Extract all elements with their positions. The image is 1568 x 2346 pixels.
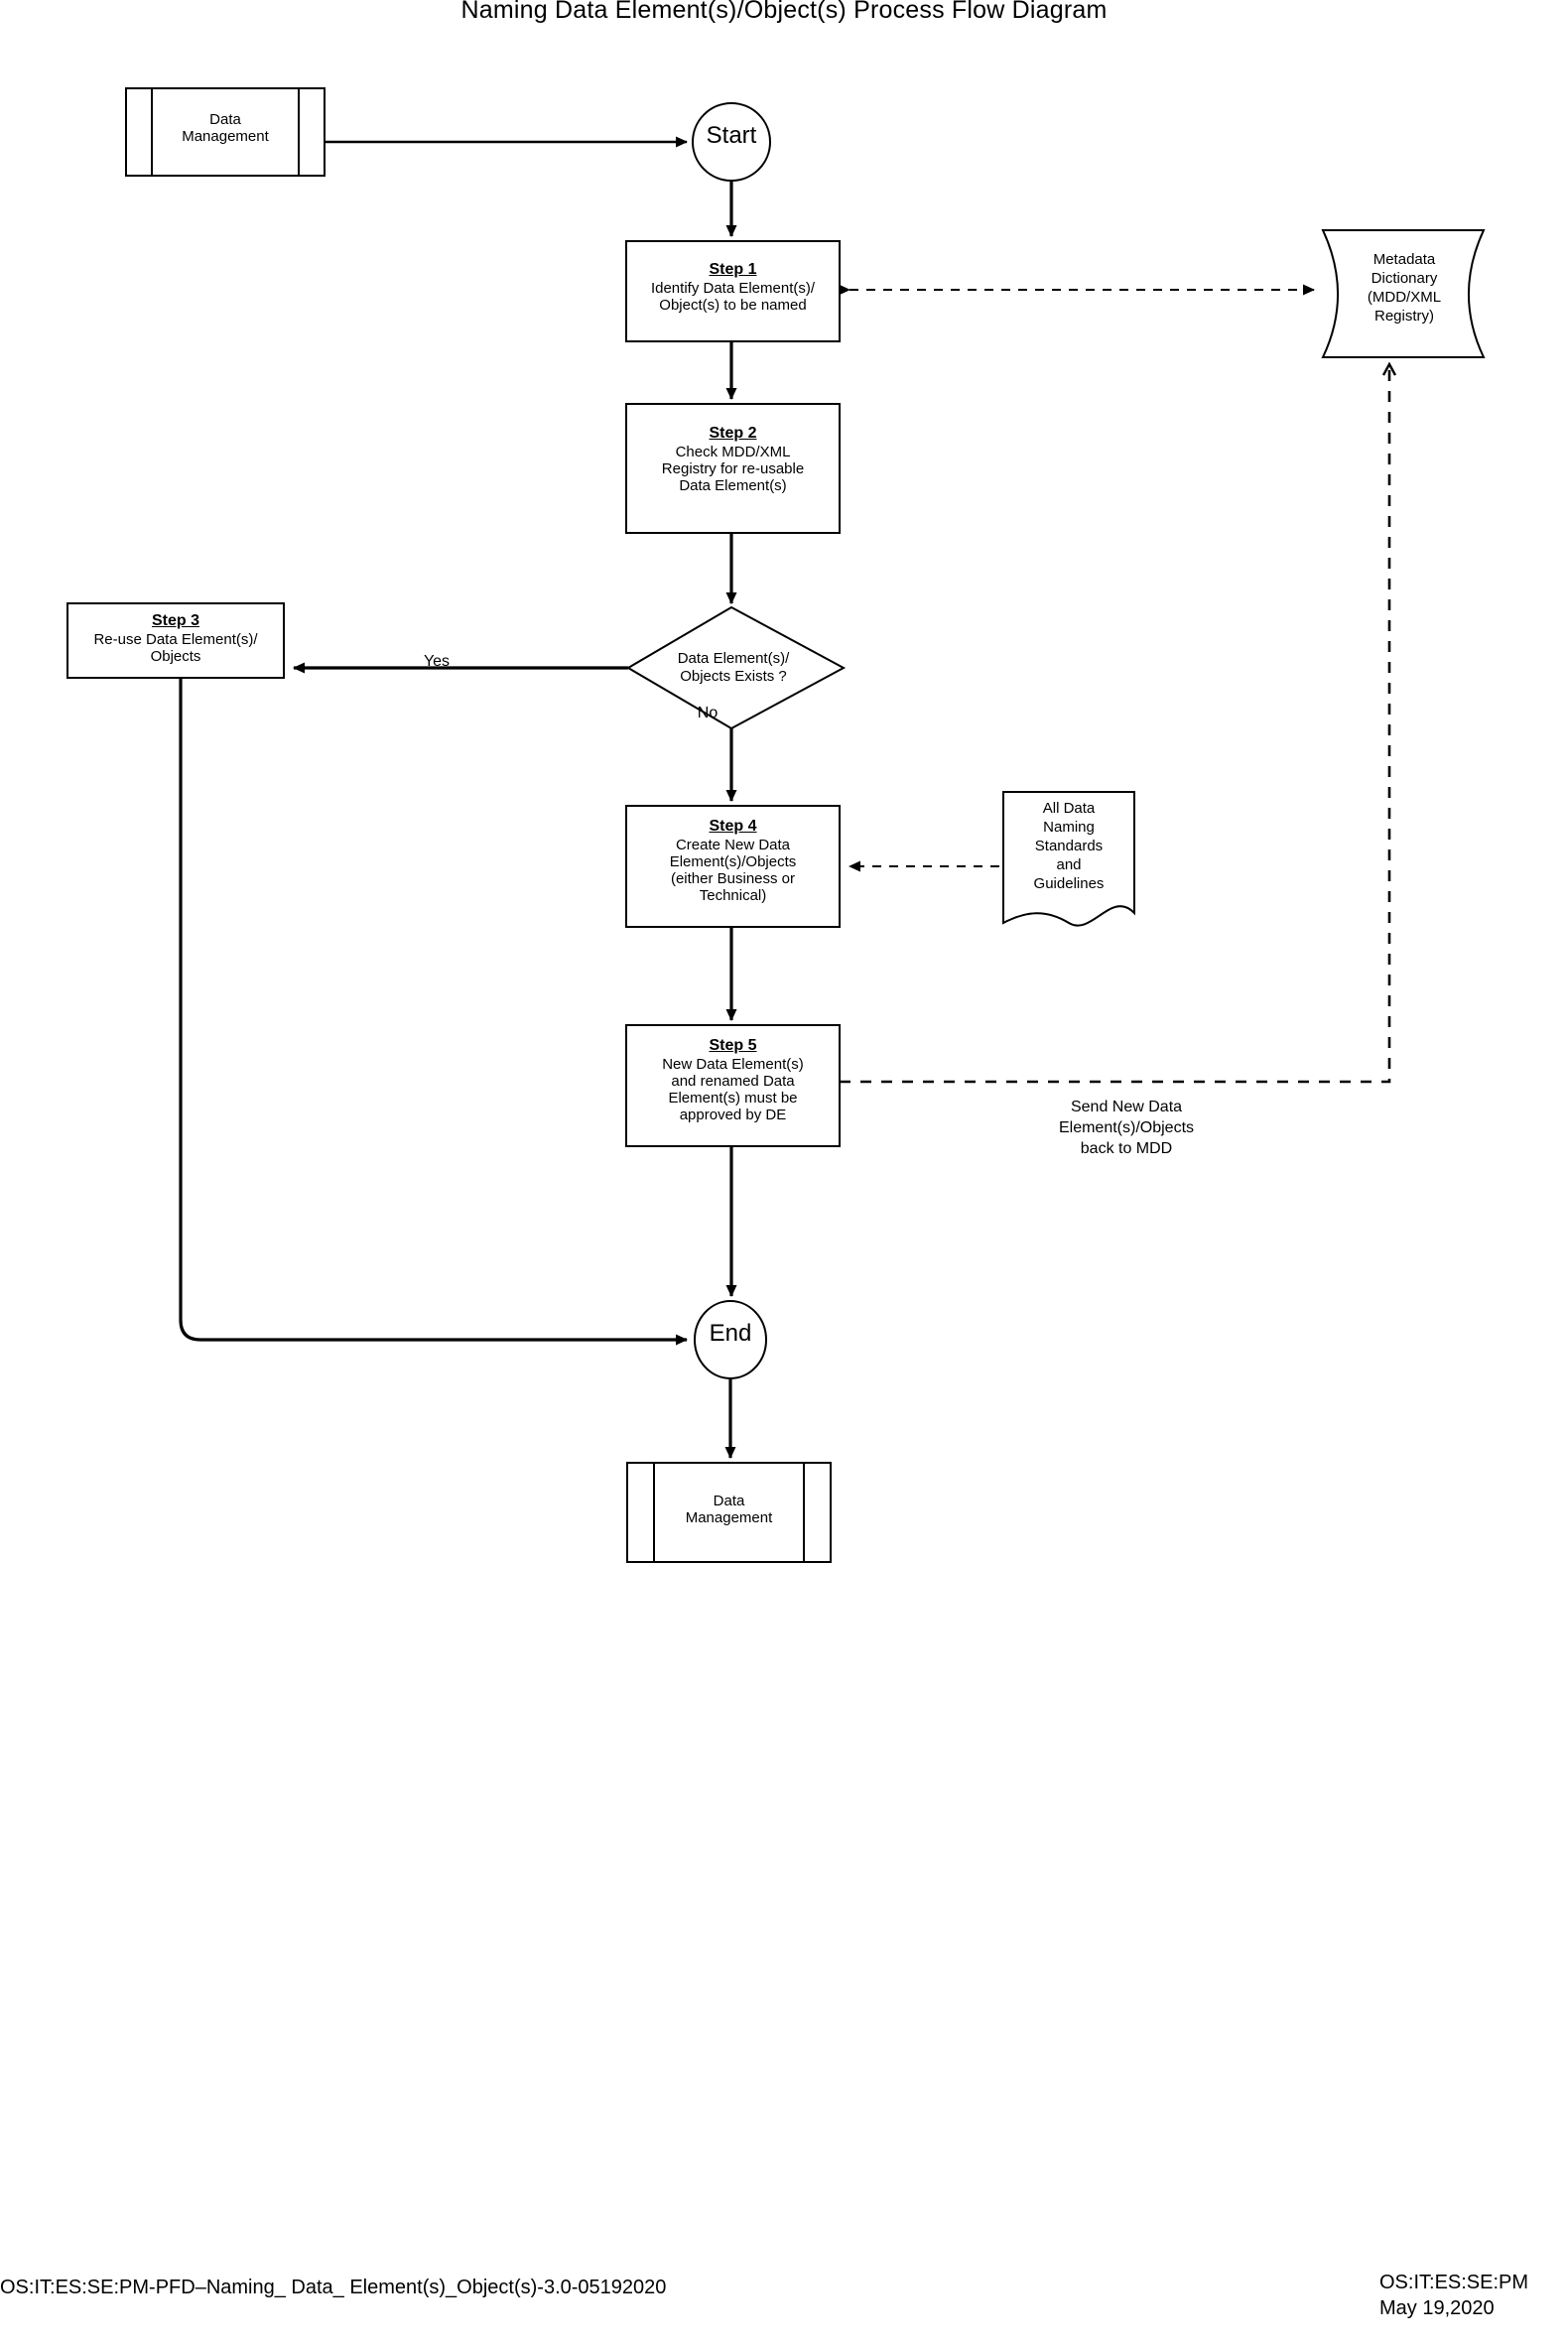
node-data-management-top — [125, 87, 326, 177]
node-step-2 — [625, 403, 841, 534]
node-step-3 — [66, 602, 285, 679]
node-step-4 — [625, 805, 841, 928]
edge-step3-to-end — [179, 678, 688, 1346]
node-metadata-dictionary — [1321, 229, 1486, 358]
edge-label-send-back-to-mdd: Send New Data Element(s)/Objects back to… — [1058, 1099, 1195, 1157]
footer-date: May 19,2020 — [1379, 2297, 1495, 2319]
edge-label-no: No — [697, 705, 719, 721]
footer-org: OS:IT:ES:SE:PM — [1379, 2272, 1529, 2293]
node-end — [694, 1300, 767, 1379]
node-decision-exists — [626, 605, 847, 730]
footer-org-and-date: OS:IT:ES:SE:PM May 19,2020 — [1379, 2270, 1528, 2321]
node-data-management-bottom — [626, 1462, 832, 1563]
page-title: Naming Data Element(s)/Object(s) Process… — [460, 0, 1108, 24]
node-start — [692, 102, 771, 182]
node-standards-document — [1002, 791, 1135, 927]
footer-document-id: OS:IT:ES:SE:PM-PFD–Naming_ Data_ Element… — [0, 2277, 667, 2298]
edge-step5-to-mdd — [840, 365, 1389, 1084]
node-step-1 — [625, 240, 841, 342]
edge-label-yes: Yes — [423, 653, 451, 670]
node-step-5 — [625, 1024, 841, 1147]
